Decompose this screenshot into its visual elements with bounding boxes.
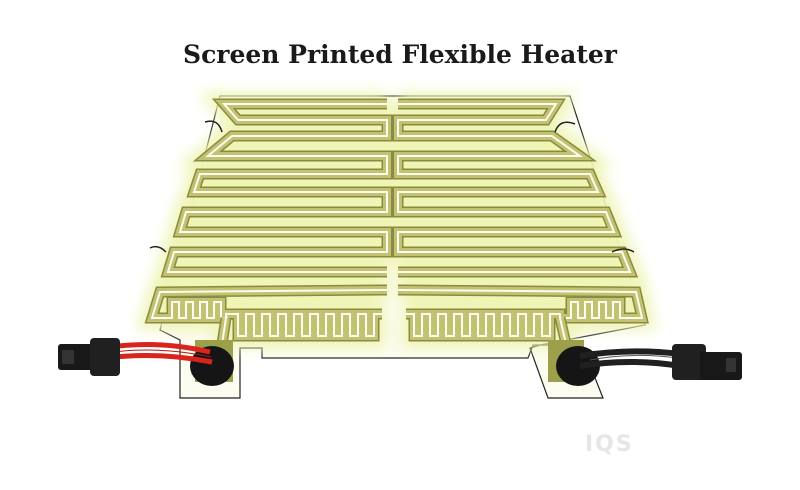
solder-joint-left [190,346,234,386]
side-notch-right-upper [554,121,576,133]
page-title: Screen Printed Flexible Heater [183,40,617,69]
trace-left-bottom-comb-inner-gap [150,289,388,337]
side-notch-right-lower [611,248,635,253]
trace-right-bottom-comb-inner-gap [397,289,644,337]
right-connector-plug-icon [672,344,742,380]
left-connector-plug-icon [58,338,120,376]
trace-right-serpentine-inner-gap [397,103,632,273]
side-notch-left-lower [149,245,167,253]
right-lead-wires [579,348,681,369]
brand-watermark: IQS [585,432,634,457]
side-notch-left-upper [204,120,223,133]
trace-right-lead-inner-gap [559,317,567,345]
heater-traces [144,98,649,346]
trace-left-serpentine-inner-gap [166,103,388,273]
trace-left-lead-inner-gap [221,317,227,345]
